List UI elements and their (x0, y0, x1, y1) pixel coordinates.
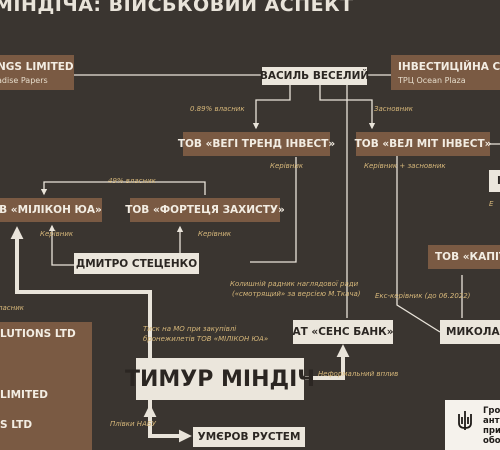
node-vegi-trend: ТОВ «ВЕГІ ТРЕНД ІНВЕСТ» (178, 132, 335, 156)
edge-tymur-sens (305, 344, 350, 380)
node-ngs-limited: NGS LIMITED adise Papers (0, 55, 74, 90)
label-former-advisor-2: («смотрящий» за версією М.Ткача) (232, 290, 361, 298)
label-pressure-2: бронежилетів ТОВ «МІЛІКОН ЮА» (143, 335, 269, 343)
node-sens-bank: АТ «СЕНС БАНК» (292, 320, 394, 344)
label-former-advisor-1: Колишній радник наглядової ради (230, 280, 359, 288)
node-name: ІНВЕСТИЦІЙНА СПІЛ (398, 60, 500, 73)
node-sub: adise Papers (0, 75, 48, 85)
node-name: NGS LIMITED (0, 60, 74, 73)
edge-tymur-milikon (10, 226, 152, 360)
trident-icon (458, 411, 472, 430)
edge-vasyl-vegi (252, 84, 291, 130)
node-dmytro-stetsenko: ДМИТРО СТЕЦЕНКО (74, 253, 199, 274)
label-manager-2: Керівник (40, 230, 74, 238)
node-vasyl-veselyi: ВАСИЛЬ ВЕСЕЛИЙ (260, 67, 369, 85)
node-milikon: ОВ «МІЛІКОН ЮА» (0, 198, 102, 222)
label-founder: Засновник (374, 105, 413, 113)
label-manager-3: Керівник (198, 230, 232, 238)
logo-text: Гром анти при обо (483, 406, 500, 446)
node-s-ltd: S LTD (0, 415, 50, 435)
label-owner-49: 49% власник (108, 177, 156, 185)
node-vel-mit: ТОВ «ВЕЛ МІТ ІНВЕСТ» (355, 132, 491, 156)
label-edge-fragment: Е (489, 200, 494, 208)
label-manager-1: Керівник (270, 162, 304, 170)
node-tymur-mindich: ТИМУР МІНДІЧ (125, 358, 315, 400)
edge-vegi-dmytro (250, 157, 297, 263)
node-limited: LIMITED (0, 385, 50, 405)
label-pressure-1: Тиск на МО при закупівлі (143, 325, 237, 333)
edge-dmytro-milikon (48, 224, 75, 266)
label-left-fragment: ласник (0, 304, 24, 312)
node-invest-company: ІНВЕСТИЦІЙНА СПІЛ ТРЦ Ocean Plaza (391, 55, 500, 90)
label-nabu-tapes: Плівки НАБУ (110, 420, 156, 428)
label-manager-founder: Керівник + засновник (364, 162, 446, 170)
node-mykola: МИКОЛА (440, 320, 500, 344)
edge-vasyl-velmit (319, 84, 376, 130)
node-sub: ТРЦ Ocean Plaza (398, 75, 466, 85)
page-title: МІНДІЧА: ВІЙСЬКОВИЙ АСПЕКТ (0, 0, 354, 16)
edge-velmit-mykola (396, 235, 441, 333)
label-informal-influence: Неформальний вплив (318, 370, 399, 378)
node-fortetsia: ТОВ «ФОРТЕЦЯ ЗАХИСТУ» (125, 198, 285, 222)
node-umerov: УМЄРОВ РУСТЕМ (193, 427, 305, 447)
node-kapital: ТОВ «КАПІТА (428, 245, 500, 269)
label-owner-089: 0.89% власник (190, 105, 245, 113)
edge-tymur-umerov (148, 400, 192, 443)
organization-logo: Гром анти при обо (445, 400, 500, 450)
label-ex-head: Екс-керівник (до 06.2022) (375, 292, 471, 300)
edge-fortetsia-milikon (40, 181, 206, 196)
node-right-box: І (489, 170, 500, 192)
